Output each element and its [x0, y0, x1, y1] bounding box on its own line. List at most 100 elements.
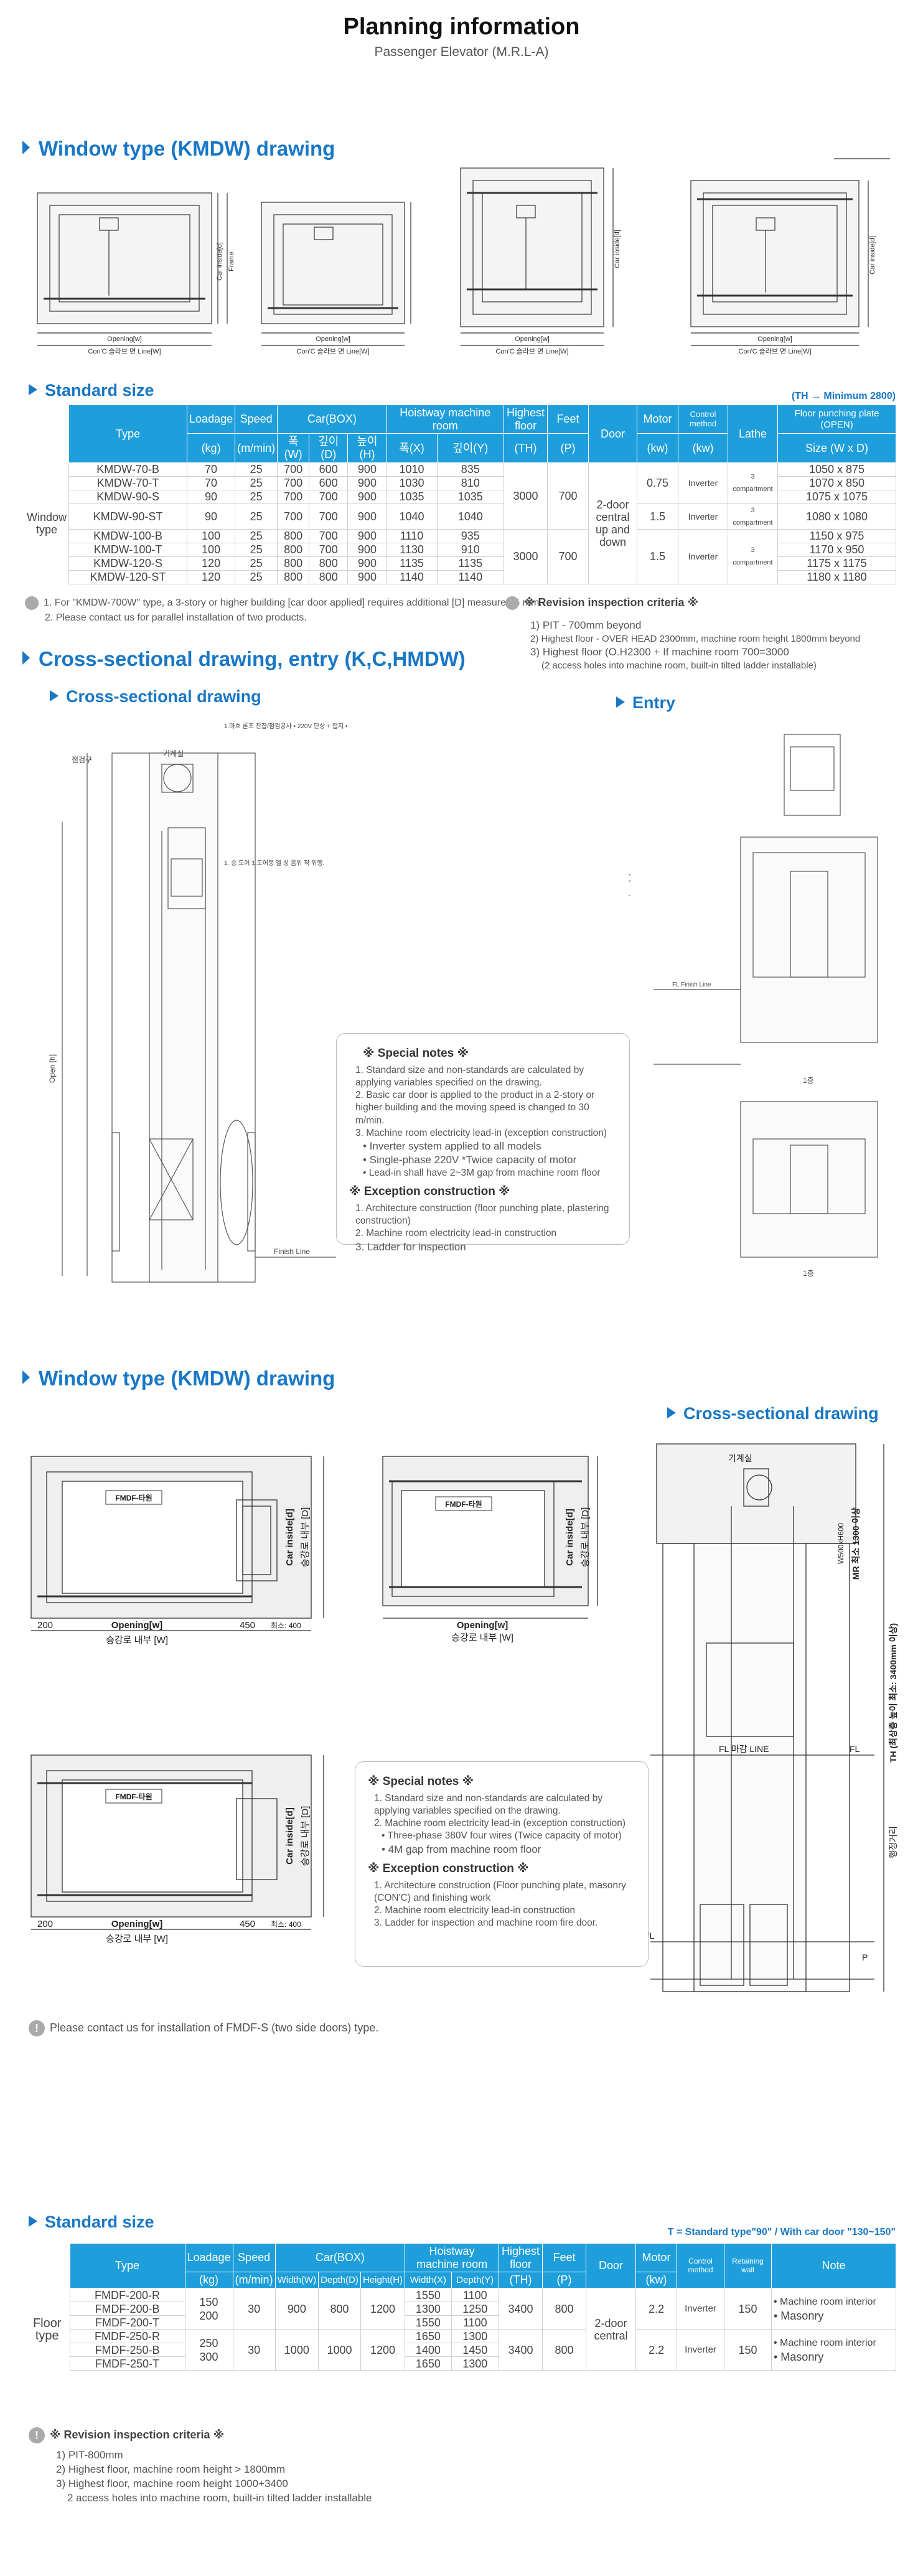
plan-drawing-3 [460, 167, 614, 346]
floor-type-spec-table-wrap: Type Loadage Speed Car(BOX) Hoistway mac… [25, 2242, 896, 2371]
table-cell: 800 [542, 2288, 586, 2330]
table-cell: 900 [347, 569, 387, 584]
car-inside-c: Car inside[d] [284, 1807, 295, 1865]
table-cell: 800 [277, 542, 310, 557]
table-cell: 700 [309, 528, 349, 543]
plan-drawing-4 [690, 158, 890, 346]
table-cell: 1200 [360, 2288, 406, 2330]
table-cell: 1110 [386, 528, 438, 543]
table-cell: 1400 [405, 2343, 452, 2358]
page-title: Planning information [343, 14, 580, 40]
car-inside-b: Car inside[d] [565, 1509, 575, 1566]
table-cell: 150 [724, 2329, 772, 2371]
table-cell: 120 [187, 569, 236, 584]
table-cell: 1250 [451, 2302, 500, 2316]
cross-sectional-subheading: Cross-sectional drawing [50, 687, 261, 706]
table-header-cell: 높이(H) [347, 433, 387, 463]
table-header-cell: Loadage [184, 2242, 233, 2273]
table-header-cell: Size (W x D) [777, 433, 896, 463]
table-cell: KMDW-70-B [68, 462, 188, 477]
plan-drawing-2 [261, 202, 411, 346]
table-cell: 120 [187, 556, 236, 571]
table-header-cell: (P) [547, 433, 589, 463]
th-door: Door [588, 405, 637, 463]
triangle-right-icon [667, 1407, 676, 1418]
entry-drawing: Open [h] FL Finish Line 1층 1층 [629, 734, 878, 1278]
table-cell: KMDW-70-T [68, 475, 188, 490]
table-cell: 900 [347, 475, 387, 490]
table-cell: Inverter [678, 503, 728, 530]
table-cell: 800 [309, 569, 349, 584]
plan2-conc-label: Con'C 슬라브 면 Line[W] [296, 347, 369, 355]
table-cell: • Machine room interior• Masonry [771, 2288, 896, 2330]
open-h-label: Open [h] [48, 1054, 57, 1083]
chevron-right-icon [22, 1370, 30, 1384]
table-cell: 2.2 [635, 2329, 677, 2371]
table-header-cell: Height(H) [360, 2272, 406, 2289]
table-header-cell: Control method [677, 2242, 724, 2289]
section-cross-sectional-heading: Cross-sectional drawing, entry (K,C,HMDW… [22, 647, 466, 671]
table-cell: KMDW-90-S [68, 489, 188, 504]
table-cell: 1100 [451, 2288, 500, 2303]
table-header-cell: (TH) [499, 2272, 543, 2289]
table-cell: 1180 x 1180 [777, 569, 896, 584]
fmdf-p-label: P [862, 1952, 868, 1962]
car-inside-a: Car inside[d] [284, 1509, 295, 1566]
table-cell: 800 [277, 528, 310, 543]
hoist-w-label-b: 승강로 내부 [W] [451, 1632, 513, 1643]
table-cell: 90 [187, 489, 236, 504]
table-cell: 1650 [405, 2356, 452, 2371]
table-cell: 1300 [451, 2356, 500, 2371]
entry-floor-label-2: 1층 [803, 1269, 814, 1278]
table-cell: 3 compartment [728, 528, 778, 584]
entry-finish-label: FL Finish Line [672, 981, 711, 988]
triangle-right-icon [29, 384, 37, 395]
th-hoist: Hoistway machine room [386, 404, 505, 434]
cross-notes-label: 1.마흐 론조 찬잡/점검공사 • 220V 단상 + 접지 • 모터용량의 2… [224, 722, 349, 730]
min400-c: 최소: 400 [271, 1920, 301, 1929]
table-cell: 25 [235, 528, 278, 543]
table-cell: 900 [347, 556, 387, 571]
table-cell: 1000 [274, 2329, 319, 2371]
th-lathe: Lathe [728, 405, 778, 463]
table-cell: 810 [436, 475, 504, 490]
triangle-right-icon [29, 2216, 37, 2227]
table-cell: 1035 [436, 489, 504, 504]
table-header-cell: Motor [635, 2242, 677, 2273]
plan4-conc-label: Con'C 슬라브 면 Line[W] [738, 347, 811, 355]
table-cell: 1200 [360, 2329, 406, 2371]
plan4-opening-label: Opening[w] [757, 335, 792, 343]
fmdf-mr-note: MR 최소 1300 이상 [851, 1507, 861, 1580]
table-cell: FMDF-200-T [69, 2315, 185, 2330]
table-cell: 800 [277, 556, 310, 571]
table-cell: 1300 [405, 2302, 452, 2316]
th-floor-punch: Floor punching plate (OPEN) [777, 404, 896, 434]
fmdf-label-b: FMDF-타원 [445, 1499, 482, 1509]
table-cell: 800 [542, 2329, 586, 2371]
table-cell: 90 [187, 503, 236, 530]
table-cell: 1100 [451, 2315, 500, 2330]
window-type-plan-drawings: Opening[w] Con'C 슬라브 면 Line[W] Opening[w… [37, 158, 890, 355]
group-label-window: Window type [27, 510, 67, 536]
table-cell: 70 [187, 462, 236, 477]
table-header-cell: (kg) [184, 2272, 233, 2289]
table-cell: 0.75 [637, 462, 678, 504]
entry-floor-label: 1층 [803, 1076, 814, 1085]
table-header-cell: Depth(D) [318, 2272, 361, 2289]
table-cell: KMDW-90-ST [68, 503, 188, 530]
table-cell: 1035 [386, 489, 438, 504]
table-header-cell: Depth(Y) [451, 2272, 500, 2289]
table-cell: 800 [277, 569, 310, 584]
table-row: FMDF-200-B 1300 1250 [25, 2302, 896, 2316]
table-cell: 1550 [405, 2315, 452, 2330]
table-cell: 700 [309, 489, 349, 504]
opening-label-a: Opening[w] [111, 1620, 163, 1631]
dim-450-c: 450 [240, 1919, 255, 1929]
t-standard-note: T = Standard type"90" / With car door "1… [667, 2227, 896, 2237]
hoist-inner-c: 승강로 내부 [D] [300, 1806, 311, 1866]
table-cell: 1150 x 975 [777, 528, 896, 543]
entry-open-h-label: Open [h] [629, 874, 630, 902]
